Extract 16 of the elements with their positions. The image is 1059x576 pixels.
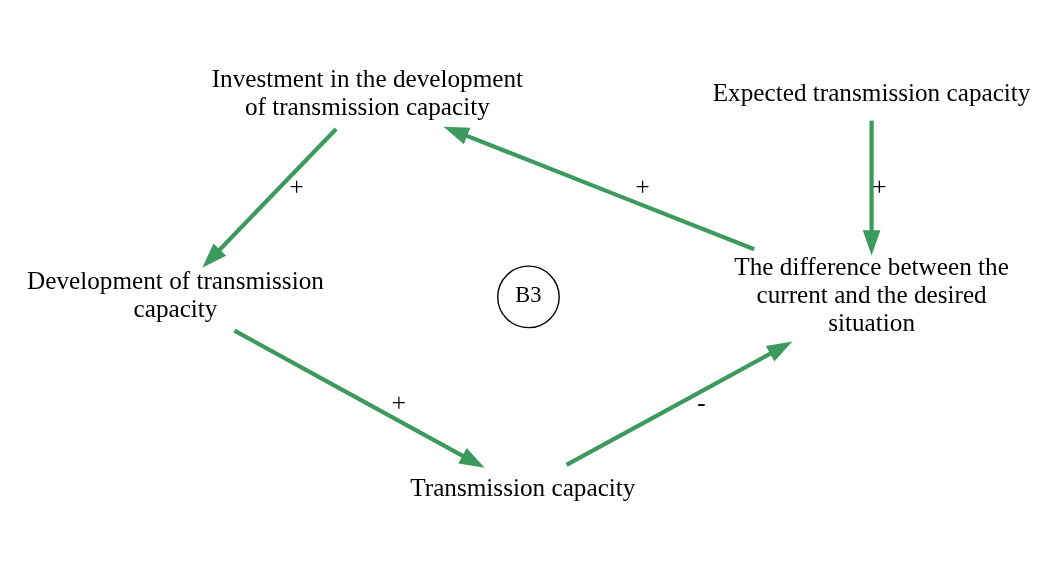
node-text: Expected transmission capacity [712, 78, 1031, 106]
edge-label: + [391, 388, 406, 416]
node-text: Transmission capacity [410, 473, 636, 501]
arrow [202, 127, 338, 268]
node-text: Development of transmission capacity [27, 266, 324, 322]
edge-label: - [697, 388, 706, 416]
edge-label: + [635, 172, 650, 200]
node-text: Investment in the development of transmission capacity [211, 64, 524, 120]
arrow [443, 126, 755, 251]
edge-label: + [872, 172, 887, 200]
edge-label: + [289, 172, 304, 200]
node-circle: B3 [497, 264, 560, 328]
arrow [565, 341, 793, 467]
node-text: The difference between the current and the desired situation [734, 252, 1009, 336]
arrow [862, 120, 881, 255]
arrow [233, 328, 485, 468]
